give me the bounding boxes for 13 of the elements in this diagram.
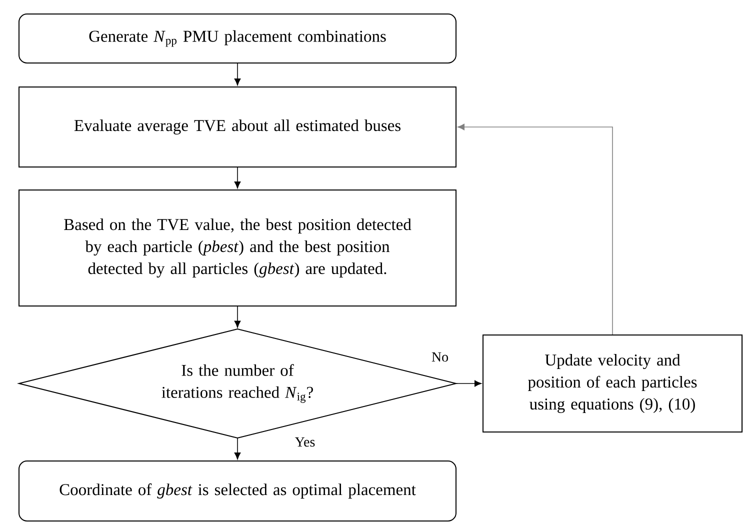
arrow bbox=[234, 63, 241, 86]
arrow bbox=[234, 438, 241, 460]
arrow bbox=[234, 167, 241, 188]
process-box: Evaluate average TVE about all estimated buses bbox=[18, 86, 456, 168]
terminal-box: Generate N$_{pp}$ PMU placement combinations bbox=[18, 14, 456, 64]
edge-label: No bbox=[430, 351, 450, 363]
edge-label: Yes bbox=[294, 436, 316, 448]
process-box: Update velocity and position of each particles using equations (9), (10) bbox=[482, 334, 743, 432]
arrow bbox=[456, 380, 482, 387]
arrow bbox=[234, 306, 241, 328]
arrow bbox=[458, 124, 613, 335]
process-box: Based on the TVE value, the best position detected by each particle (pbest) and the best position detected by all particles (gbest) are updated. bbox=[18, 190, 456, 306]
terminal-box: Coordinate of gbest is selected as optimal placement bbox=[18, 460, 456, 522]
